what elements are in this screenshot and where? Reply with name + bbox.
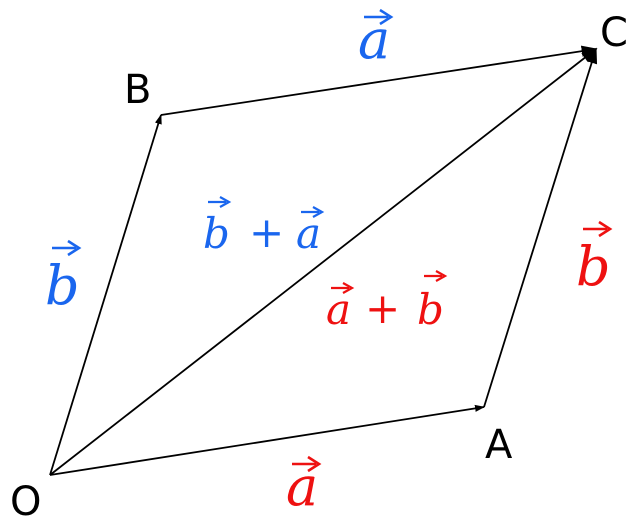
vector-arrowhead-icon bbox=[379, 8, 394, 26]
vector-bc bbox=[160, 45, 598, 116]
label-a-top-letter: a bbox=[358, 8, 390, 71]
sum-blue-first: b bbox=[203, 209, 230, 258]
point-label-a: A bbox=[485, 422, 513, 468]
label-vector-a-bottom: a bbox=[286, 455, 322, 518]
vector-arrowhead-icon bbox=[307, 455, 322, 473]
label-vector-b-left: b bbox=[45, 239, 82, 317]
vector-ac bbox=[483, 47, 598, 408]
vector-arrowhead-icon bbox=[435, 270, 448, 282]
vector-oc bbox=[49, 48, 598, 476]
label-sum-a-plus-b: a + b bbox=[326, 270, 448, 334]
vector-arrowhead-icon bbox=[67, 239, 82, 257]
vector-ob bbox=[49, 114, 162, 476]
label-b-right-letter: b bbox=[576, 235, 611, 298]
point-label-b: B bbox=[124, 67, 151, 113]
vector-arrowhead-icon bbox=[598, 220, 613, 238]
label-vector-b-right: b bbox=[576, 220, 613, 298]
point-label-o: O bbox=[10, 479, 41, 525]
vector-oa bbox=[49, 404, 485, 476]
point-label-c: C bbox=[600, 10, 628, 56]
vector-arrowhead-icon bbox=[219, 196, 232, 208]
sum-red-first: a bbox=[326, 285, 351, 334]
sum-blue-plus: + bbox=[249, 208, 284, 257]
vector-arrowhead-icon bbox=[312, 206, 325, 218]
label-sum-b-plus-a: b + a bbox=[203, 196, 325, 258]
label-b-left-letter: b bbox=[45, 254, 80, 317]
sum-red-second: b bbox=[417, 285, 444, 334]
sum-blue-second: a bbox=[296, 209, 321, 258]
label-vector-a-top: a bbox=[358, 8, 394, 71]
sum-red-plus: + bbox=[365, 284, 400, 333]
label-a-bottom-letter: a bbox=[286, 455, 318, 518]
vector-arrowhead-icon bbox=[342, 282, 355, 294]
